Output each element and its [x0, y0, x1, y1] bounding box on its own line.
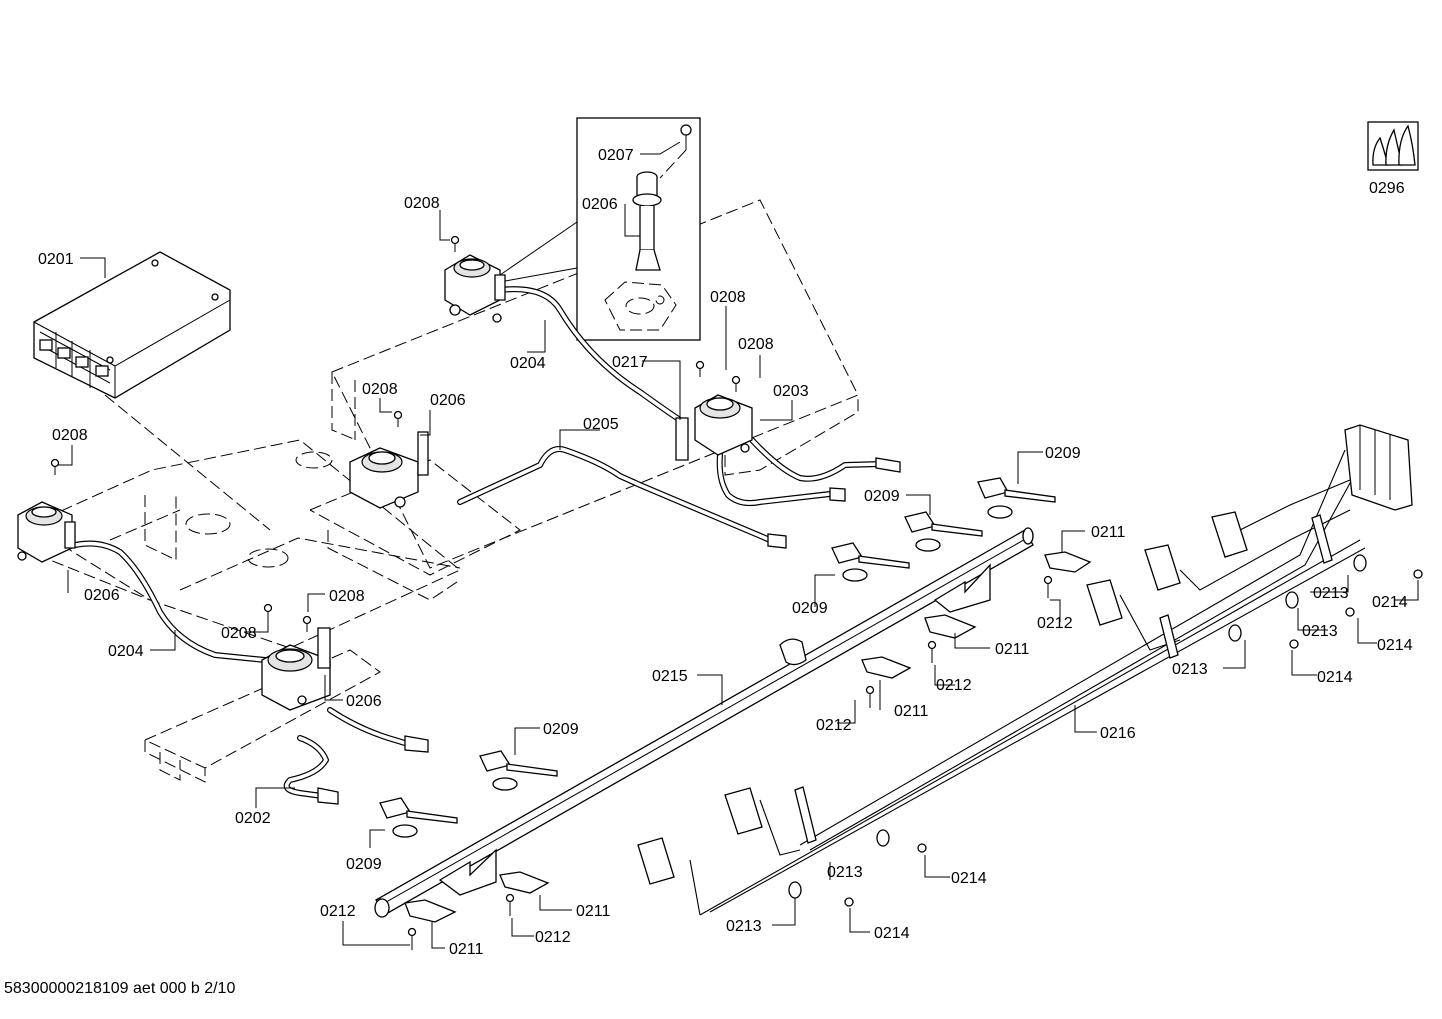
washers-and-nuts [788, 554, 1423, 907]
part-label: 0214 [1377, 637, 1413, 654]
part-label: 0209 [1045, 445, 1081, 462]
part-label: 0212 [320, 903, 356, 920]
leader-lines [58, 141, 1419, 949]
part-label: 0208 [710, 289, 746, 306]
part-label: 0213 [827, 864, 863, 881]
part-label: 0212 [535, 929, 571, 946]
part-label: 0206 [582, 196, 618, 213]
burner-valve-left [17, 501, 76, 563]
part-label: 0208 [738, 336, 774, 353]
clip-screws [407, 575, 1053, 950]
part-label: 0202 [235, 810, 271, 827]
part-label: 0205 [583, 416, 619, 433]
part-label: 0211 [576, 903, 611, 920]
part-label: 0208 [329, 588, 365, 605]
part-label: 0209 [792, 600, 828, 617]
part-label: 0203 [773, 383, 809, 400]
part-label: 0204 [510, 355, 546, 372]
part-label: 0206 [430, 392, 466, 409]
part-label: 0214 [1317, 669, 1353, 686]
part-label: 0209 [864, 488, 900, 505]
part-label: 0213 [1313, 585, 1349, 602]
part-label: 0216 [1100, 725, 1136, 742]
part-label: 0211 [995, 641, 1030, 658]
part-label: 0213 [1302, 623, 1338, 640]
part-label: 0217 [612, 354, 648, 371]
part-labels: 0201 0208 0207 0206 0208 0204 0217 0208 … [38, 147, 1413, 958]
part-label: 0209 [346, 856, 382, 873]
control-module-box [33, 251, 231, 399]
drawing-id: 58300000218109 aet 000 b 2/10 [4, 980, 236, 997]
part-label: 0214 [951, 870, 987, 887]
part-label: 0213 [726, 918, 762, 935]
part-label: 0204 [108, 643, 144, 660]
part-label: 0212 [936, 677, 972, 694]
fixing-screws [50, 235, 741, 632]
part-label: 0206 [346, 693, 382, 710]
part-label: 0208 [404, 195, 440, 212]
manifold-clips [404, 551, 1092, 923]
part-label: 0212 [816, 717, 852, 734]
part-label: 0212 [1037, 615, 1073, 632]
burner-valve-center [349, 431, 429, 509]
part-label: 0214 [1372, 594, 1408, 611]
part-label: 0211 [449, 941, 484, 958]
ignition-harness [637, 424, 1413, 916]
part-label: 0208 [52, 427, 88, 444]
part-label: 0201 [38, 251, 74, 268]
part-label: 0207 [598, 147, 634, 164]
part-label: 0296 [1369, 180, 1405, 197]
part-label: 0213 [1172, 661, 1208, 678]
part-label: 0206 [84, 587, 120, 604]
gas-type-flame-icon [1367, 121, 1419, 171]
thermocouple-detail-inset [499, 117, 701, 341]
part-label: 0214 [874, 925, 910, 942]
burner-valve-right [675, 394, 753, 461]
injector-nozzles [379, 477, 1056, 838]
part-label: 0208 [221, 625, 257, 642]
part-label: 0215 [652, 668, 688, 685]
part-label: 0211 [894, 703, 929, 720]
gas-manifold-rail [374, 527, 1034, 918]
part-label: 0209 [543, 721, 579, 738]
burner-valve-top [444, 254, 506, 323]
part-label: 0211 [1091, 524, 1126, 541]
gas-pipes [72, 286, 901, 805]
burner-valve-bottom [261, 627, 331, 711]
part-label: 0208 [362, 381, 398, 398]
